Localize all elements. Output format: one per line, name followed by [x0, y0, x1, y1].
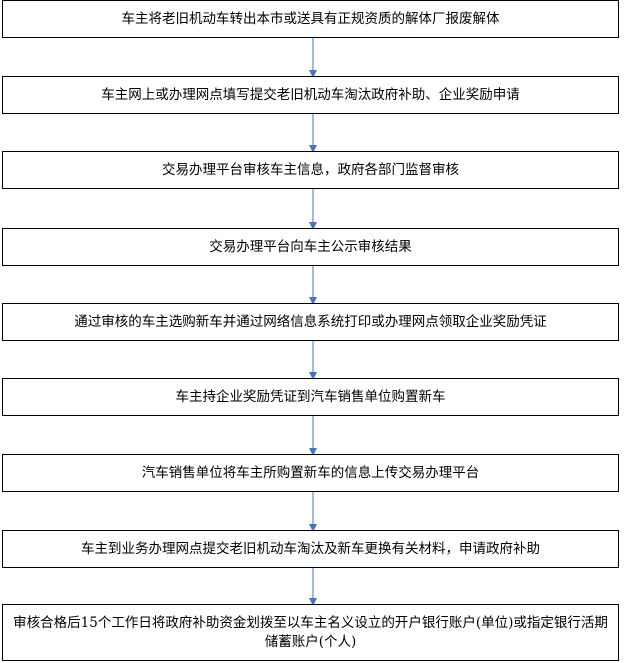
flow-step-6: 车主持企业奖励凭证到汽车销售单位购置新车 [2, 378, 619, 416]
flow-step-2: 车主网上或办理网点填写提交老旧机动车淘汰政府补助、企业奖励申请 [2, 76, 619, 114]
flow-step-8: 车主到业务办理网点提交老旧机动车淘汰及新车更换有关材料，申请政府补助 [2, 530, 619, 568]
flow-step-4-text: 交易办理平台向车主公示审核结果 [209, 238, 412, 255]
flow-step-8-text: 车主到业务办理网点提交老旧机动车淘汰及新车更换有关材料，申请政府补助 [81, 540, 540, 557]
flow-step-3-text: 交易办理平台审核车主信息，政府各部门监督审核 [162, 161, 459, 178]
flow-step-9: 审核合格后15个工作日将政府补助资金划拨至以车主名义设立的开户银行账户(单位)或… [2, 604, 619, 661]
flow-step-1: 车主将老旧机动车转出本市或送具有正规资质的解体厂报废解体 [2, 0, 619, 38]
flow-step-5-text: 通过审核的车主选购新车并通过网络信息系统打印或办理网点领取企业奖励凭证 [74, 313, 547, 330]
flow-step-2-text: 车主网上或办理网点填写提交老旧机动车淘汰政府补助、企业奖励申请 [101, 86, 520, 103]
flow-step-9-text: 审核合格后15个工作日将政府补助资金划拨至以车主名义设立的开户银行账户(单位)或… [13, 614, 608, 650]
flow-step-1-text: 车主将老旧机动车转出本市或送具有正规资质的解体厂报废解体 [121, 10, 500, 27]
flow-step-7-text: 汽车销售单位将车主所购置新车的信息上传交易办理平台 [141, 464, 480, 481]
flow-step-4: 交易办理平台向车主公示审核结果 [2, 228, 619, 266]
flow-step-7: 汽车销售单位将车主所购置新车的信息上传交易办理平台 [2, 454, 619, 492]
flow-step-5: 通过审核的车主选购新车并通过网络信息系统打印或办理网点领取企业奖励凭证 [2, 303, 619, 341]
flow-step-6-text: 车主持企业奖励凭证到汽车销售单位购置新车 [175, 388, 446, 405]
flow-step-3: 交易办理平台审核车主信息，政府各部门监督审核 [2, 151, 619, 189]
